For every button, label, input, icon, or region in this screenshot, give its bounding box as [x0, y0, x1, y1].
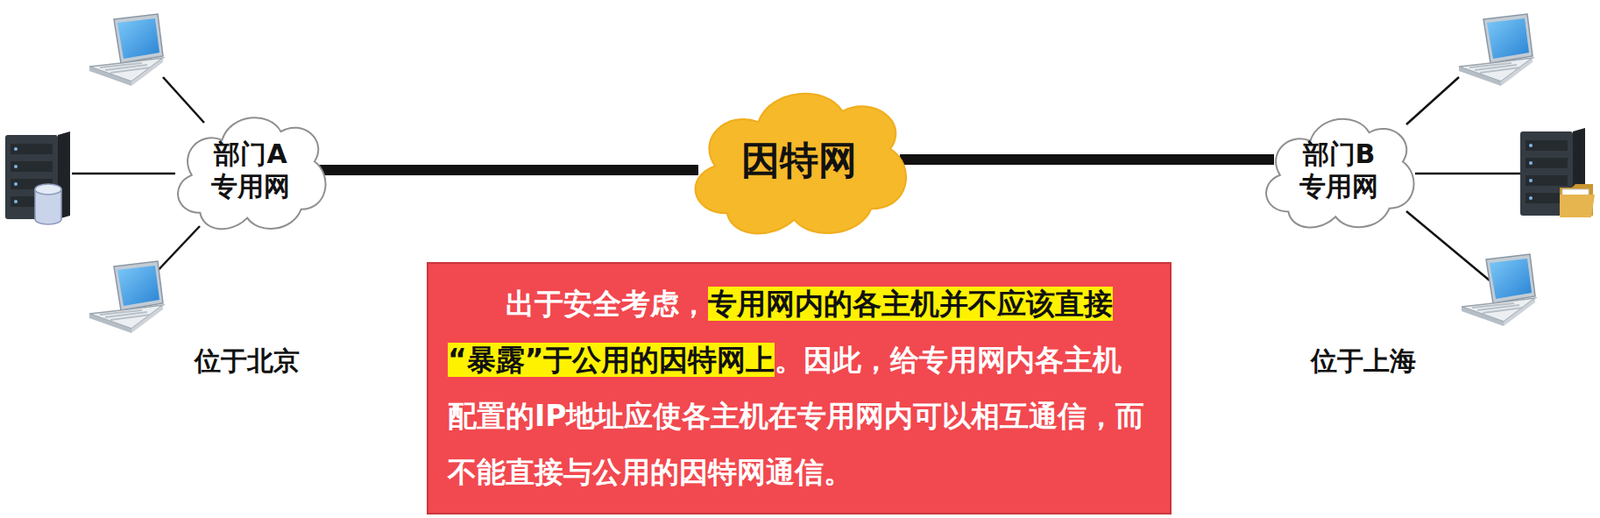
network-cloud: 部门B 专用网: [1254, 103, 1424, 237]
wire: [153, 226, 200, 276]
laptop-icon: [1461, 254, 1536, 326]
laptop-icon: [89, 14, 163, 86]
network-cloud: 因特网: [679, 73, 920, 246]
note-text-run: 出于安全考虑，: [505, 286, 708, 321]
network-link: [315, 164, 699, 176]
laptop-icon: [1458, 14, 1533, 86]
wire: [1406, 77, 1459, 125]
folder-icon: [1559, 184, 1595, 218]
wire: [1406, 211, 1490, 281]
cloud-shape: [1266, 119, 1414, 228]
server-icon: [5, 131, 71, 220]
cloud-label: 部门A 专用网: [203, 137, 298, 204]
wire: [71, 172, 176, 176]
network-link: [899, 154, 1275, 165]
cloud-label: 部门B 专用网: [1291, 137, 1387, 204]
location-label: 位于北京: [194, 343, 300, 380]
database-icon: [35, 184, 62, 225]
cloud-label: 因特网: [741, 135, 857, 185]
note-box: 出于安全考虑，专用网内的各主机并不应该直接“暴露”于公用的因特网上。因此，给专用…: [426, 261, 1172, 515]
network-cloud: 部门A 专用网: [166, 101, 335, 239]
cloud-outline: [166, 101, 335, 239]
note-text: 出于安全考虑，专用网内的各主机并不应该直接“暴露”于公用的因特网上。因此，给专用…: [447, 276, 1151, 501]
laptop-icon: [89, 261, 163, 333]
cloud-outline: [1254, 103, 1424, 237]
cloud-shape: [177, 117, 326, 229]
wire: [162, 77, 205, 123]
wire: [1415, 172, 1521, 176]
location-label: 位于上海: [1310, 343, 1416, 380]
cloud-shape: [695, 93, 907, 234]
